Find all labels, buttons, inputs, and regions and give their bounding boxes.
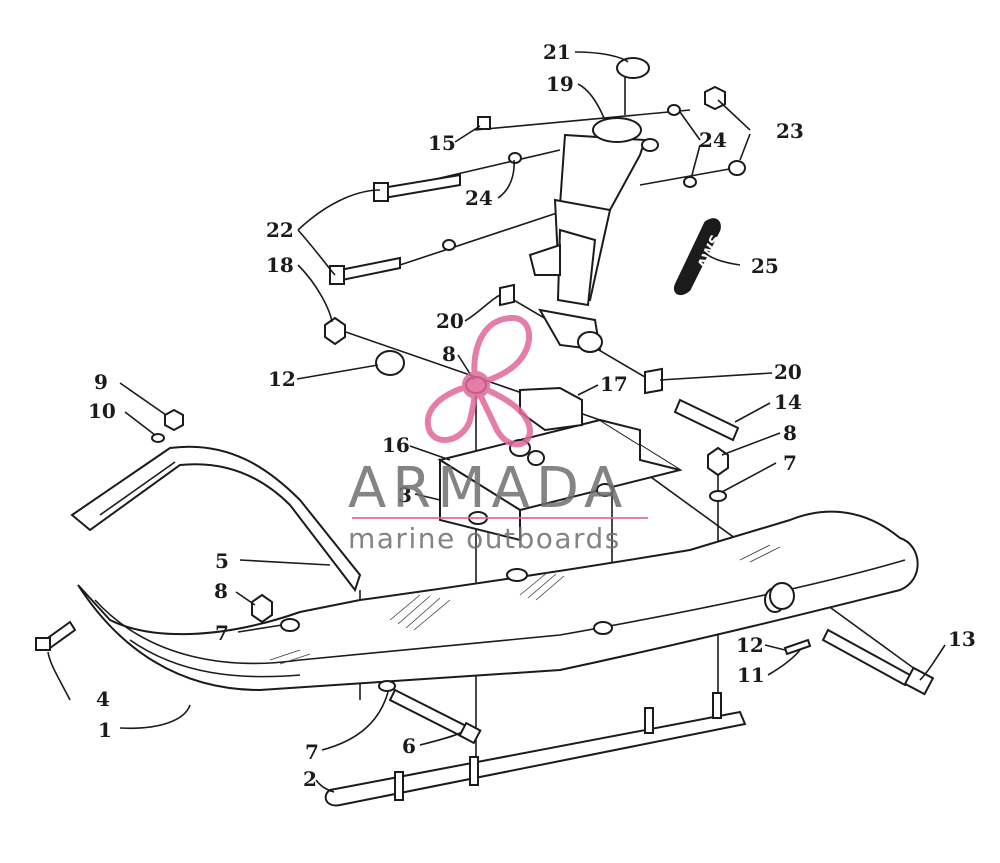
callout-12-right: 12 (736, 633, 764, 657)
shock-cap (616, 57, 650, 79)
callout-8-right: 8 (783, 421, 797, 445)
callout-9: 9 (94, 370, 108, 394)
callout-7-left: 7 (215, 621, 229, 645)
ski-saddle-bracket (437, 418, 683, 542)
ski-body (77, 510, 919, 692)
callout-11: 11 (737, 663, 765, 687)
callout-1: 1 (98, 718, 112, 742)
callout-20-right: 20 (774, 360, 802, 384)
watermark-tagline: marine outboards (348, 522, 621, 555)
wear-bar-runner (324, 692, 747, 807)
callout-8-left: 8 (214, 579, 228, 603)
aws-decal: AWS (673, 218, 725, 296)
callout-16: 16 (382, 433, 410, 457)
callout-labels: 1 2 3 4 5 6 7 7 7 8 8 8 9 10 11 12 12 13… (88, 40, 976, 791)
callout-4: 4 (96, 687, 110, 711)
callout-19: 19 (546, 72, 574, 96)
callout-15: 15 (428, 131, 456, 155)
armada-watermark: ARMADA marine outboards (348, 314, 648, 555)
callout-5: 5 (215, 549, 229, 573)
shock-absorber (528, 117, 659, 353)
callout-8-center: 8 (442, 342, 456, 366)
ski-loop-handle (70, 445, 362, 593)
callout-3: 3 (398, 483, 412, 507)
callout-21: 21 (543, 40, 571, 64)
callout-6: 6 (402, 734, 416, 758)
callout-7-bottom: 7 (305, 740, 319, 764)
callout-13: 13 (948, 627, 976, 651)
propeller-logo-icon (424, 314, 534, 448)
callout-18: 18 (266, 253, 294, 277)
callout-14: 14 (774, 390, 802, 414)
callout-2: 2 (303, 767, 317, 791)
callout-22: 22 (266, 218, 294, 242)
callout-10: 10 (88, 399, 116, 423)
callout-12-left: 12 (268, 367, 296, 391)
callout-20-left: 20 (436, 309, 464, 333)
watermark-brand: ARMADA (348, 456, 628, 521)
hardware (151, 85, 795, 692)
callout-25: 25 (751, 254, 779, 278)
callout-24-right: 24 (699, 128, 727, 152)
bolts (35, 116, 935, 745)
callout-24-left: 24 (465, 186, 493, 210)
callout-23: 23 (776, 119, 804, 143)
callout-17: 17 (600, 372, 628, 396)
leader-lines (47, 51, 946, 793)
callout-7-right: 7 (783, 451, 797, 475)
